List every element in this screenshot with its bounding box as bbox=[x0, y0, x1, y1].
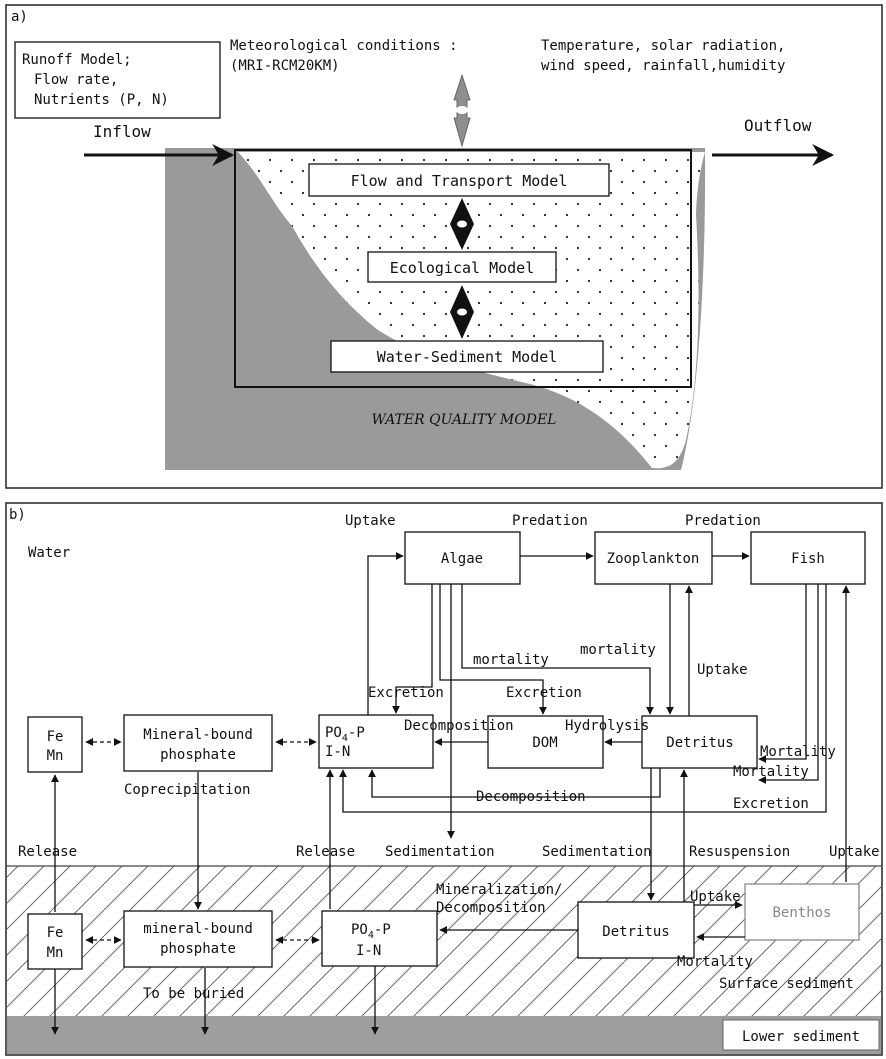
fish-node bbox=[750, 531, 866, 585]
runoff-model-box bbox=[14, 41, 221, 119]
outflow-label: Outflow bbox=[744, 116, 812, 135]
label-resuspension: Resuspension bbox=[689, 844, 790, 860]
dom-label: DOM bbox=[532, 735, 557, 751]
benthos-label: Benthos bbox=[772, 905, 831, 921]
excretion-algae-dom-arrow bbox=[439, 584, 547, 715]
fe-mn-sediment-node bbox=[27, 913, 83, 970]
panel-a: a) Runoff Model; Flow rate, Nutrients (P… bbox=[5, 4, 883, 489]
fish-label: Fish bbox=[791, 551, 825, 567]
label-coprecipitation: Coprecipitation bbox=[124, 782, 250, 798]
algae-node bbox=[404, 531, 521, 585]
meteo-title: Meteorological conditions : bbox=[230, 38, 458, 54]
label-sedimentation-1: Sedimentation bbox=[385, 844, 495, 860]
label-excretion-fish: Excretion bbox=[733, 796, 809, 812]
runoff-model-line2: Flow rate, bbox=[34, 72, 118, 88]
mineral-bound-water-line1: Mineral-bound bbox=[143, 727, 253, 743]
mineral-bound-sediment-line2: phosphate bbox=[160, 941, 236, 957]
label-mortality-algae: mortality bbox=[473, 652, 549, 668]
runoff-model-line3: Nutrients (P, N) bbox=[34, 92, 169, 108]
water-quality-model-frame bbox=[234, 149, 692, 388]
fe-mn-water-line1: Fe bbox=[47, 729, 64, 745]
fe-mn-sediment-line2: Mn bbox=[47, 945, 64, 961]
detritus-sediment-label: Detritus bbox=[602, 924, 669, 940]
excretion-fish-po4-arrow bbox=[339, 584, 827, 813]
water-sediment-model-label: Water-Sediment Model bbox=[377, 348, 558, 366]
label-mortality-fish: Mortality bbox=[760, 744, 836, 760]
label-surface-sediment: Surface sediment bbox=[719, 976, 854, 992]
mineral-bound-water-line2: phosphate bbox=[160, 747, 236, 763]
label-release-mid: Release bbox=[296, 844, 355, 860]
runoff-model-line1: Runoff Model; bbox=[22, 52, 132, 68]
panel-b: b) Lower sediment Water Algae Zooplankto… bbox=[5, 502, 883, 1056]
label-excretion-2: Excretion bbox=[506, 685, 582, 701]
fe-mn-water-line2: Mn bbox=[47, 748, 64, 764]
meteo-arrow-eye bbox=[456, 106, 468, 114]
detritus-sediment-node bbox=[577, 901, 695, 959]
detritus-water-node bbox=[641, 715, 758, 769]
decomposition-detritus-po4-arrow bbox=[368, 768, 661, 798]
mineral-bound-sediment-node bbox=[123, 910, 273, 968]
po4-water-line1: PO4-P bbox=[325, 725, 365, 744]
zooplankton-node bbox=[594, 531, 713, 585]
detritus-water-label: Detritus bbox=[666, 735, 733, 751]
label-decomposition-1: Decomposition bbox=[404, 718, 514, 734]
label-release-left: Release bbox=[18, 844, 77, 860]
po4-sediment-line2: I-N bbox=[356, 943, 381, 959]
mortality-algae-detritus-arrow bbox=[461, 584, 654, 715]
ecological-model-label: Ecological Model bbox=[390, 259, 535, 277]
flow-transport-model-label: Flow and Transport Model bbox=[351, 172, 568, 190]
label-uptake-top: Uptake bbox=[345, 513, 396, 529]
label-to-be-buried: To be buried bbox=[143, 986, 244, 1002]
po4-water-line2: I-N bbox=[325, 744, 350, 760]
lower-sediment-box bbox=[722, 1019, 880, 1051]
panel-a-tag: a) bbox=[11, 9, 28, 25]
dom-node bbox=[487, 715, 604, 769]
po4-water-node bbox=[318, 714, 434, 769]
fe-mn-sediment-line1: Fe bbox=[47, 925, 64, 941]
uptake-po4-algae-arrow bbox=[367, 552, 404, 715]
label-excretion-1: Excretion bbox=[368, 685, 444, 701]
label-uptake-zoo: Uptake bbox=[697, 662, 748, 678]
eco-sediment-arrow-eye bbox=[457, 308, 467, 316]
label-mortality-fish-2: Mortality bbox=[733, 764, 809, 780]
inflow-label: Inflow bbox=[93, 122, 151, 141]
po4-sediment-line1: PO4-P bbox=[351, 922, 391, 941]
label-mortality-zoo: mortality bbox=[580, 642, 656, 658]
water-quality-model-label: WATER QUALITY MODEL bbox=[372, 412, 557, 428]
label-decomposition-2: Decomposition bbox=[476, 789, 586, 805]
po4-sediment-node bbox=[321, 910, 438, 967]
fe-mn-water-node bbox=[27, 716, 83, 773]
label-hydrolysis: Hydrolysis bbox=[565, 718, 649, 734]
flow-transport-model-box bbox=[308, 163, 610, 197]
zooplankton-label: Zooplankton bbox=[607, 551, 700, 567]
label-uptake-right: Uptake bbox=[829, 844, 880, 860]
flow-eco-arrow-eye bbox=[457, 220, 467, 228]
mineral-bound-sediment-line1: mineral-bound bbox=[143, 921, 253, 937]
lower-sediment-label: Lower sediment bbox=[742, 1029, 860, 1045]
water-sediment-model-box bbox=[330, 340, 604, 373]
water-label: Water bbox=[28, 545, 70, 561]
panel-b-tag: b) bbox=[9, 507, 26, 523]
mineral-bound-water-node bbox=[123, 714, 273, 772]
label-mortality-benthos: Mortality bbox=[677, 954, 753, 970]
algae-label: Algae bbox=[441, 551, 483, 567]
label-uptake-benthos: Uptake bbox=[690, 889, 741, 905]
label-predation-2: Predation bbox=[685, 513, 761, 529]
label-predation-1: Predation bbox=[512, 513, 588, 529]
mortality-fish-detritus-arrow-2 bbox=[758, 584, 819, 784]
ecological-model-box bbox=[367, 251, 557, 283]
label-mineralization-2: Decomposition bbox=[436, 900, 546, 916]
label-mineralization-1: Mineralization/ bbox=[436, 882, 562, 898]
meteo-source: (MRI-RCM20KM) bbox=[230, 58, 340, 74]
benthos-node bbox=[744, 883, 860, 941]
meteo-vars-line1: Temperature, solar radiation, bbox=[541, 38, 785, 54]
mortality-fish-detritus-arrow bbox=[758, 584, 807, 763]
meteo-vars-line2: wind speed, rainfall,humidity bbox=[541, 58, 785, 74]
excretion-algae-po4-arrow bbox=[392, 584, 433, 714]
label-sedimentation-2: Sedimentation bbox=[542, 844, 652, 860]
